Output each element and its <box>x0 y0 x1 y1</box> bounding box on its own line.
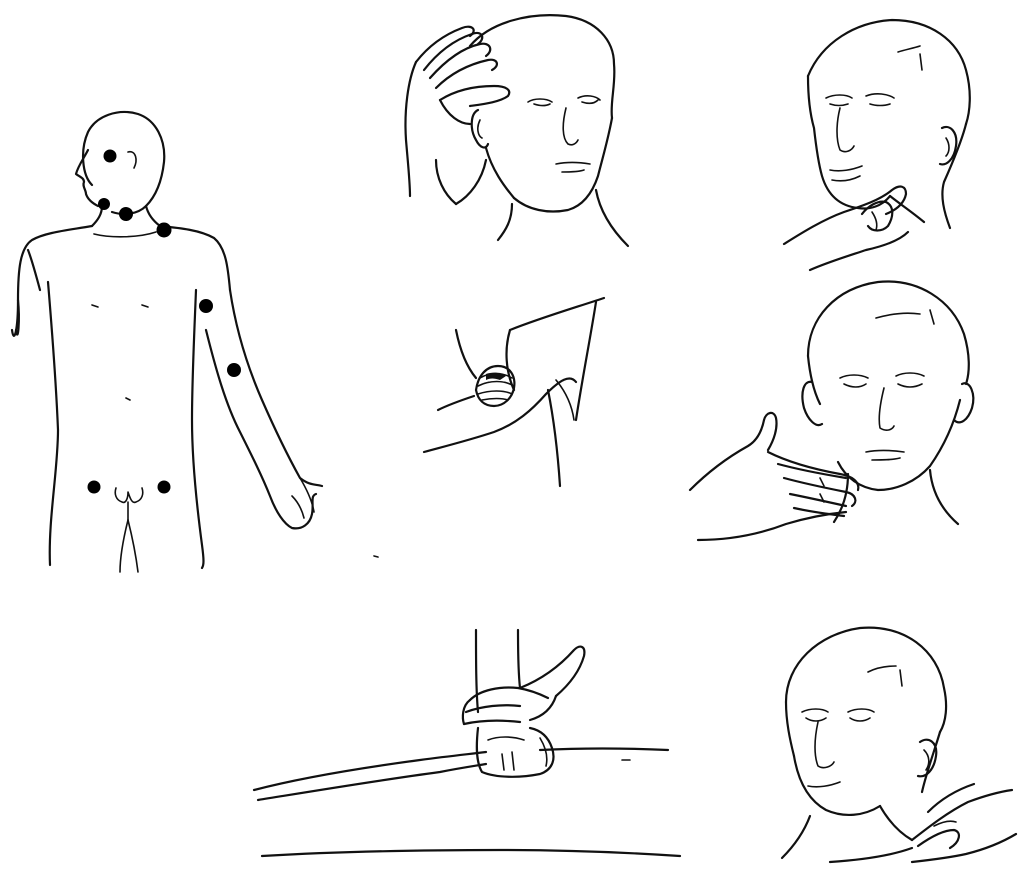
marker-occipital <box>104 150 117 163</box>
marker-inguinal-right <box>158 481 171 494</box>
marker-cervical <box>119 207 133 221</box>
marker-inguinal-left <box>88 481 101 494</box>
body-outline <box>12 112 322 572</box>
supraclavicular-palpation <box>782 628 1016 862</box>
submandibular-palpation <box>784 20 970 270</box>
inguinal-palpation <box>254 630 680 856</box>
lymph-node-markers <box>88 150 242 494</box>
marker-supraclavicular <box>157 223 172 238</box>
marker-cubital <box>227 363 241 377</box>
marker-submandibular <box>98 198 110 210</box>
cervical-palpation <box>690 282 973 540</box>
axillary-palpation <box>424 298 604 486</box>
stray-mark <box>374 556 378 557</box>
marker-axillary <box>199 299 213 313</box>
body-lymph-node-map <box>12 112 322 572</box>
occipital-palpation <box>405 15 628 246</box>
